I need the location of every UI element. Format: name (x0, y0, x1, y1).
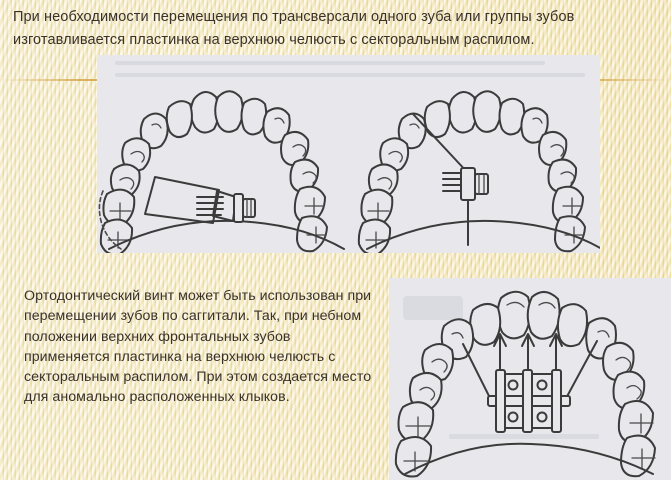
direction-arrows (493, 333, 563, 371)
direction-arrow-1 (493, 333, 507, 371)
figure-top-panel: .ink { fill:none; stroke:#3b3b3b; stroke… (97, 55, 600, 253)
figure-bottom-panel: .b-ink { fill:none; stroke:#3b3b3b; stro… (389, 278, 671, 480)
right-dental-arch (357, 90, 600, 253)
left-dental-arch (98, 90, 345, 253)
direction-arrow-2 (521, 333, 535, 371)
direction-arrow-3 (549, 333, 563, 371)
bottom-dental-arch (394, 290, 656, 478)
orthodontic-screw-left (144, 176, 256, 224)
figure-top-svg: .ink { fill:none; stroke:#3b3b3b; stroke… (98, 61, 600, 253)
figure-bottom-svg: .b-ink { fill:none; stroke:#3b3b3b; stro… (394, 290, 656, 478)
paper-ghost-bottom (403, 296, 599, 439)
orthodontic-screw-right (412, 113, 489, 246)
caption-text: Ортодонтический винт может быть использо… (24, 288, 372, 406)
paper-ghost-text (115, 61, 585, 77)
double-orthodontic-screw (487, 369, 571, 433)
heading-text: При необходимости перемещения по трансве… (13, 9, 575, 48)
